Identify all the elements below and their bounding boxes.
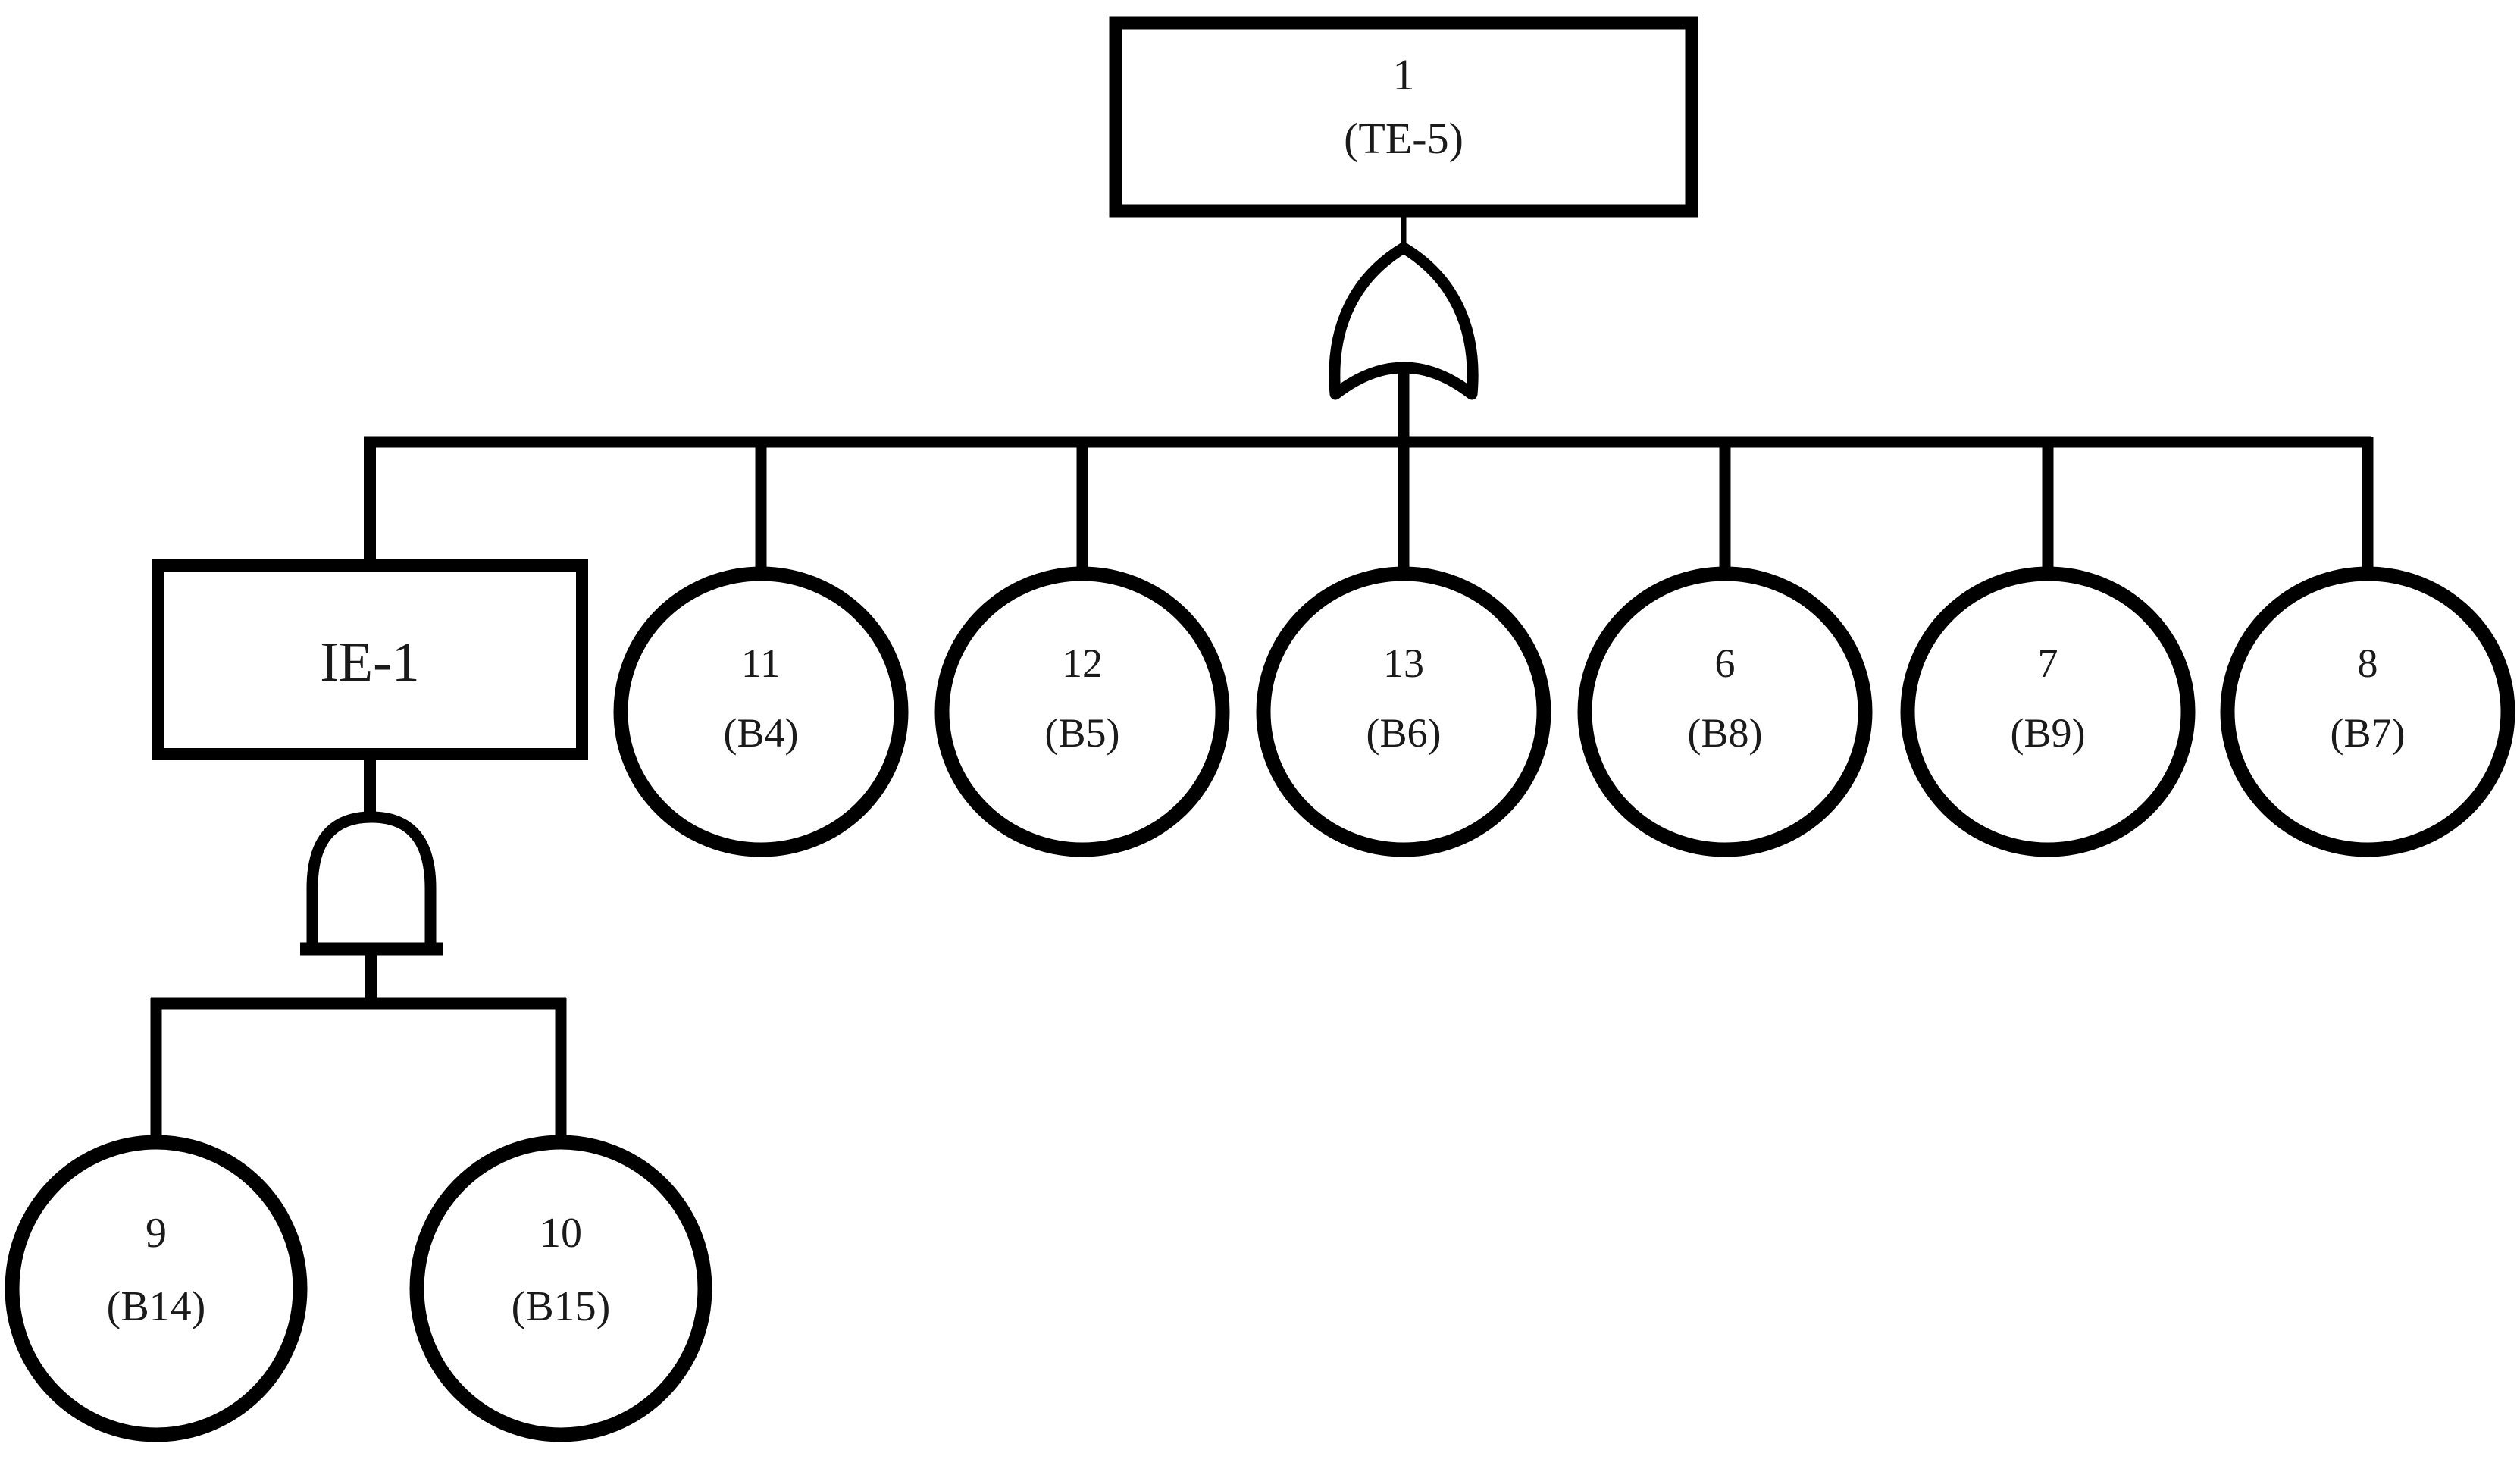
basic-event-circle <box>5 1135 308 1442</box>
basic-event-circle <box>1577 566 1873 857</box>
and-gate-icon <box>306 811 437 949</box>
intermediate-event-label: IE-1 <box>320 631 420 694</box>
basic-event-circle <box>1900 566 2196 857</box>
basic-event-circle <box>409 1135 712 1442</box>
basic-event-circle <box>1256 566 1551 857</box>
basic-event-code: (B5) <box>1045 710 1120 756</box>
basic-event-circle <box>934 566 1230 857</box>
basic-event-node-6: 6 (B8) <box>1577 566 1873 857</box>
top-event-node: 1 (TE-5) <box>1109 16 1698 218</box>
connector-lines <box>150 209 2374 1148</box>
basic-event-node-9: 9 (B14) <box>5 1135 308 1442</box>
basic-event-id: 8 <box>2358 640 2378 686</box>
basic-event-id: 13 <box>1383 640 1424 686</box>
basic-event-id: 10 <box>540 1210 582 1257</box>
top-event-id: 1 <box>1393 50 1415 99</box>
basic-event-id: 6 <box>1715 640 1736 686</box>
basic-event-node-7: 7 (B9) <box>1900 566 2196 857</box>
basic-event-code: (B6) <box>1366 710 1442 756</box>
basic-event-code: (B14) <box>107 1283 206 1330</box>
basic-event-code: (B4) <box>724 710 799 756</box>
intermediate-event-node: IE-1 <box>152 559 588 760</box>
basic-event-code: (B15) <box>512 1283 611 1330</box>
basic-event-circle <box>613 566 909 857</box>
basic-event-node-8: 8 (B7) <box>2220 566 2515 857</box>
basic-event-circle <box>2220 566 2515 857</box>
basic-event-node-11: 11 (B4) <box>613 566 909 857</box>
top-event-code: (TE-5) <box>1344 114 1463 163</box>
intermediate-event-box <box>152 559 588 760</box>
basic-event-node-12: 12 (B5) <box>934 566 1230 857</box>
or-gate-icon <box>1329 242 1479 400</box>
basic-event-id: 7 <box>2038 640 2058 686</box>
top-event-box <box>1109 16 1698 218</box>
basic-event-code: (B7) <box>2331 710 2406 756</box>
basic-event-id: 9 <box>146 1210 167 1257</box>
basic-event-node-13: 13 (B6) <box>1256 566 1551 857</box>
basic-event-code: (B9) <box>2011 710 2086 756</box>
basic-event-node-10: 10 (B15) <box>409 1135 712 1442</box>
basic-event-code: (B8) <box>1688 710 1763 756</box>
basic-event-id: 11 <box>741 640 781 686</box>
basic-event-id: 12 <box>1062 640 1103 686</box>
